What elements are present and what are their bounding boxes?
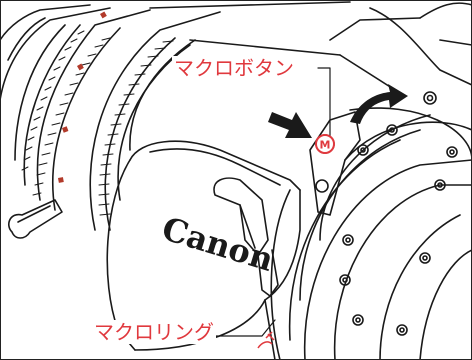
zoom-lever xyxy=(8,199,63,239)
push-arrow-icon xyxy=(268,112,312,138)
focus-ring-index-marks xyxy=(58,11,107,183)
macro-button-housing xyxy=(309,111,361,216)
macro-button: M xyxy=(315,134,335,154)
macro-ring-index-mark xyxy=(257,331,275,349)
zoom-ring xyxy=(89,11,221,231)
focus-ring-knurling xyxy=(21,30,111,196)
focus-ring xyxy=(0,4,151,211)
macro-button-leader xyxy=(317,67,331,139)
zoom-ring-knurling xyxy=(98,40,174,216)
rotate-arrow-icon xyxy=(350,84,408,124)
macro-ring-leader xyxy=(205,319,276,337)
macro-ring xyxy=(264,189,291,360)
macro-button-mark: M xyxy=(320,139,331,152)
macro-button-label: マクロボタン xyxy=(172,56,296,80)
front-ring-bolts xyxy=(339,91,458,336)
macro-ring-label: マクロリング xyxy=(92,320,216,344)
canon-logo: Canon xyxy=(158,209,278,279)
